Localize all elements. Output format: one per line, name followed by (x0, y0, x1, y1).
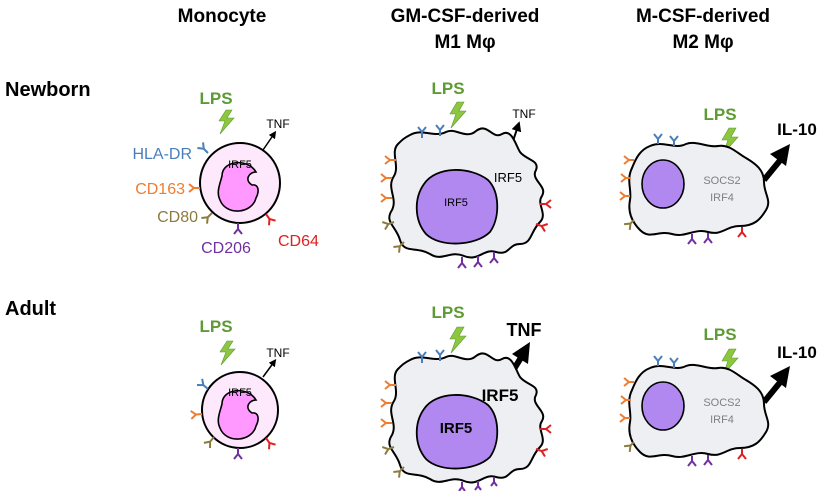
irf5-cytoplasm-label: IRF5 (494, 170, 522, 185)
cd80-receptor-icon (203, 436, 215, 449)
hla-dr-label: HLA-DR (132, 146, 192, 163)
cd206-label: CD206 (201, 240, 251, 257)
cd64-label: CD64 (278, 233, 319, 250)
cd80-receptor-icon (381, 221, 405, 253)
cd80-receptor-icon (623, 441, 635, 453)
m2-nucleus (641, 381, 685, 431)
newborn-monocyte: LPS TNF IRF5 HLA-DR CD163 CD80 CD206 CD6… (132, 89, 319, 257)
irf5-label: IRF5 (228, 387, 252, 399)
lightning-icon (219, 340, 236, 366)
cd163-receptor-icon (380, 155, 396, 203)
cd206-receptor-icon (233, 448, 243, 460)
tnf-arrow-icon (512, 342, 530, 364)
monocyte-nucleus (217, 161, 259, 212)
lightning-icon (449, 101, 467, 129)
header-m2-line1: M-CSF-derived (636, 6, 770, 27)
newborn-m2-macrophage: LPS IL-10 SOCS2 IRF4 (619, 105, 817, 245)
il10-arrow-shaft (761, 156, 785, 182)
hla-dr-receptor-icon (417, 124, 445, 138)
header-m1-line1: GM-CSF-derived (391, 6, 540, 27)
cd163-receptor-icon (190, 410, 203, 420)
cd64-receptor-icon (737, 227, 747, 238)
adult-monocyte: LPS TNF IRF5 (190, 317, 290, 460)
il10-arrow-shaft (761, 378, 785, 404)
cd80-receptor-icon (381, 446, 405, 478)
m2-nucleus (641, 159, 685, 209)
tnf-label: TNF (266, 346, 289, 360)
cd64-receptor-icon (265, 213, 276, 226)
lps-label: LPS (199, 89, 232, 108)
irf5-nucleus-label: IRF5 (444, 197, 468, 209)
cd163-receptor-icon (619, 377, 634, 423)
irf5-cytoplasm-label: IRF5 (482, 386, 519, 405)
monocyte-nucleus (217, 389, 259, 440)
row-label-adult: Adult (5, 298, 56, 320)
tnf-label: TNF (507, 320, 542, 340)
lps-label: LPS (703, 105, 736, 124)
socs2-label: SOCS2 (703, 397, 740, 409)
irf5-label: IRF5 (228, 159, 252, 171)
tnf-label: TNF (266, 117, 289, 131)
tnf-arrow-icon (262, 130, 277, 151)
adult-m1-macrophage: LPS TNF IRF5 IRF5 (380, 303, 552, 491)
cd163-receptor-icon (380, 380, 396, 428)
cd80-receptor-icon (201, 212, 213, 224)
cd80-label: CD80 (157, 209, 198, 226)
irf4-label: IRF4 (710, 414, 734, 426)
cd163-receptor-icon (188, 183, 200, 193)
cd206-receptor-icon (457, 252, 499, 269)
il10-arrow-icon (770, 144, 790, 166)
cd206-receptor-icon (233, 223, 243, 235)
lps-label: LPS (199, 317, 232, 336)
cd64-receptor-icon (535, 199, 552, 233)
cd206-receptor-icon (458, 477, 498, 491)
lightning-icon (218, 109, 235, 135)
hla-dr-receptor-icon (197, 142, 209, 154)
lps-label: LPS (431, 79, 464, 98)
il10-label: IL-10 (777, 120, 817, 139)
lps-label: LPS (431, 303, 464, 322)
tnf-label: TNF (512, 107, 535, 121)
cd64-receptor-icon (737, 449, 747, 460)
il10-label: IL-10 (777, 343, 817, 362)
adult-m2-macrophage: LPS IL-10 SOCS2 IRF4 (619, 325, 817, 467)
lps-label: LPS (703, 325, 736, 344)
header-m2-line2: M2 Mφ (672, 32, 733, 53)
lightning-icon (449, 326, 467, 354)
cd80-receptor-icon (623, 219, 635, 231)
cd206-receptor-icon (687, 233, 713, 245)
hla-dr-receptor-icon (196, 378, 209, 390)
cd64-receptor-icon (265, 437, 276, 450)
m1-nucleus (415, 394, 499, 470)
hla-dr-receptor-icon (417, 349, 445, 363)
socs2-label: SOCS2 (703, 175, 740, 187)
header-m1-line2: M1 Mφ (434, 32, 495, 53)
cd163-label: CD163 (135, 181, 185, 198)
cd64-receptor-icon (535, 424, 552, 458)
cd206-receptor-icon (687, 455, 713, 467)
irf4-label: IRF4 (710, 192, 734, 204)
tnf-arrow-icon (262, 358, 277, 378)
cd163-receptor-icon (619, 155, 634, 201)
row-label-newborn: Newborn (5, 79, 91, 101)
header-monocyte: Monocyte (178, 6, 267, 27)
hla-dr-receptor-icon (653, 133, 679, 146)
newborn-m1-macrophage: LPS TNF IRF5 IRF5 (380, 79, 552, 269)
irf5-nucleus-label: IRF5 (440, 420, 473, 437)
hla-dr-receptor-icon (653, 355, 679, 368)
il10-arrow-icon (770, 366, 790, 388)
m1-nucleus (415, 169, 499, 245)
